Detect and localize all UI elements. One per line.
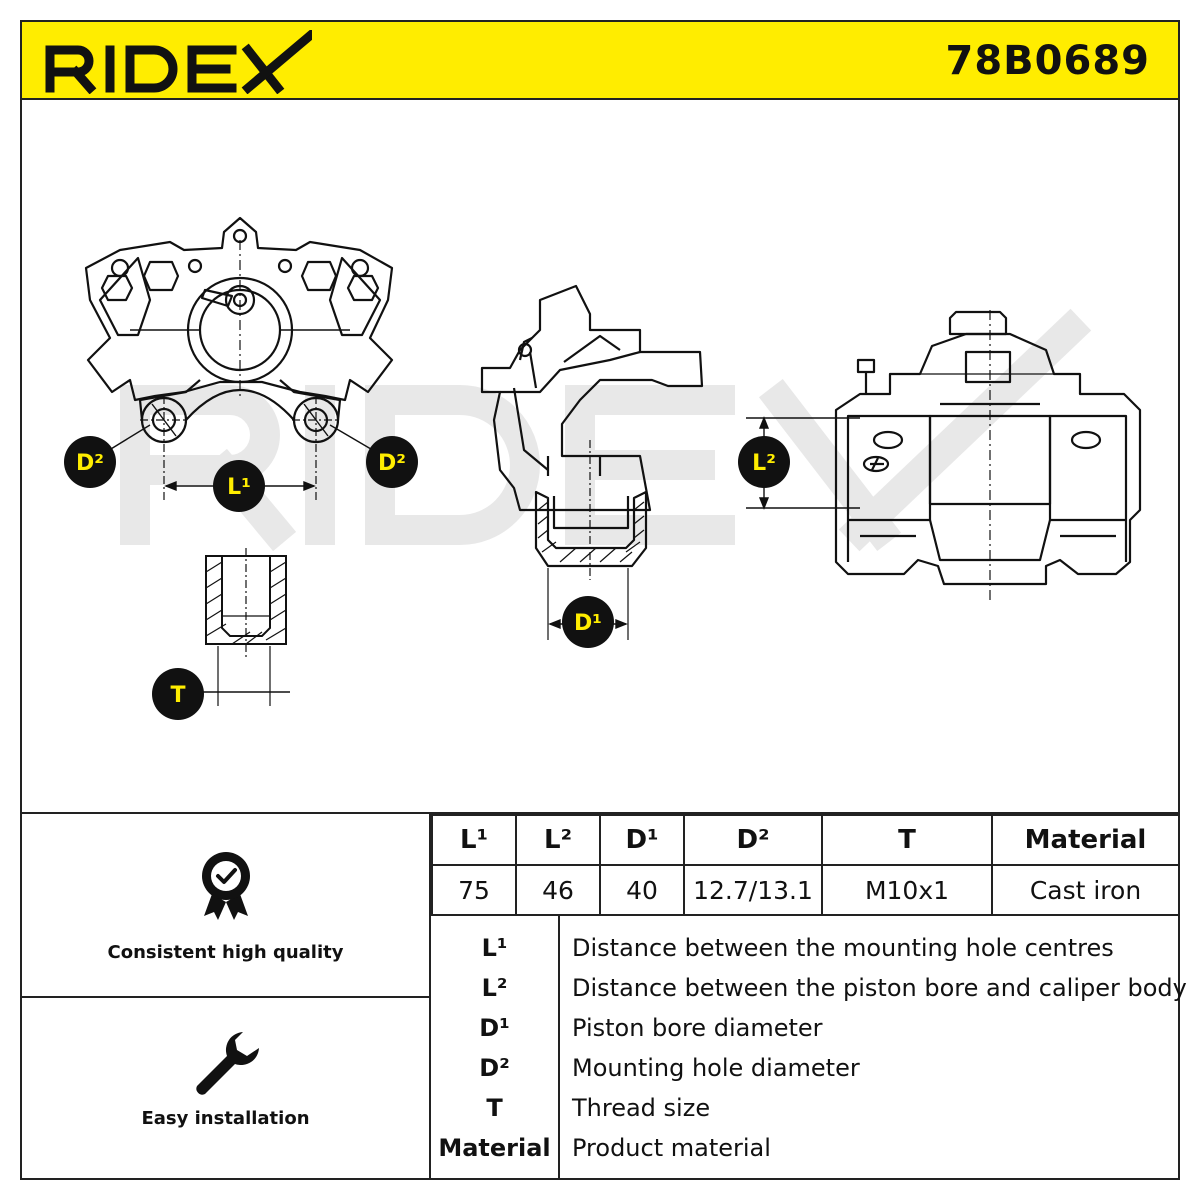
legend-row: Material Product material: [431, 1128, 1180, 1168]
svg-text:L¹: L¹: [227, 475, 251, 500]
legend-panel: L¹ Distance between the mounting hole ce…: [431, 914, 1187, 1180]
spec-header-row: L¹ L² D¹ D² T Material: [431, 814, 1180, 866]
spec-table: L¹ L² D¹ D² T Material 75 46 40 12.7/13.…: [431, 814, 1180, 916]
quality-badge-icon: [201, 852, 250, 920]
legend-code: L¹: [481, 934, 508, 962]
spec-value-cell: 46: [515, 864, 601, 916]
specs-section: Consistent high quality Easy installatio…: [20, 812, 1187, 1180]
legend-row: L² Distance between the piston bore and …: [431, 968, 1187, 1008]
svg-text:D²: D²: [378, 451, 406, 476]
legend-code: T: [486, 1094, 503, 1122]
badge-d2-left: D²: [64, 436, 116, 488]
spec-header-cell: L²: [515, 814, 601, 866]
d2-leaders: [105, 403, 377, 453]
spec-header-cell: Material: [991, 814, 1180, 866]
legend-code: L²: [481, 974, 508, 1002]
wrench-icon: [195, 1032, 259, 1095]
spec-value-cell: 75: [431, 864, 517, 916]
spec-header-cell: D¹: [599, 814, 685, 866]
legend-code: Material: [438, 1134, 551, 1162]
technical-drawing: D² L¹ D² T D¹ L²: [64, 216, 1142, 720]
feature-installation: Easy installation: [20, 998, 431, 1180]
feature-label: Easy installation: [141, 1108, 310, 1129]
spec-header-cell: T: [821, 814, 993, 866]
legend-description: Product material: [572, 1134, 771, 1162]
legend-description: Piston bore diameter: [572, 1014, 823, 1042]
spec-value-row: 75 46 40 12.7/13.1 M10x1 Cast iron: [431, 864, 1180, 916]
spec-value-cell: Cast iron: [991, 864, 1180, 916]
svg-text:D²: D²: [76, 451, 104, 476]
legend-code: D²: [479, 1054, 510, 1082]
badge-t: T: [152, 668, 204, 720]
caliper-front-view: [834, 310, 1142, 600]
brand-logo: [45, 30, 312, 94]
legend-description: Mounting hole diameter: [572, 1054, 860, 1082]
feature-quality: Consistent high quality: [20, 814, 431, 998]
svg-text:D¹: D¹: [574, 611, 602, 636]
legend-row: L¹ Distance between the mounting hole ce…: [431, 928, 1180, 968]
caliper-back-view: [84, 216, 394, 500]
legend-row: D¹ Piston bore diameter: [431, 1008, 1180, 1048]
legend-row: D² Mounting hole diameter: [431, 1048, 1180, 1088]
legend-code: D¹: [479, 1014, 510, 1042]
legend-row: T Thread size: [431, 1088, 1180, 1128]
svg-text:L²: L²: [752, 451, 776, 476]
header-bar: 78B0689: [20, 20, 1180, 100]
legend-description: Distance between the mounting hole centr…: [572, 934, 1114, 962]
badge-l2: L²: [738, 436, 790, 488]
spec-header-cell: D²: [683, 814, 823, 866]
legend-divider: [558, 914, 560, 1180]
part-number: 78B0689: [945, 38, 1150, 84]
legend-description: Thread size: [572, 1094, 711, 1122]
legend-description: Distance between the piston bore and cal…: [572, 974, 1187, 1002]
badge-d1: D¹: [562, 596, 614, 648]
feature-label: Consistent high quality: [107, 942, 344, 963]
thread-insert-section: [200, 548, 290, 706]
caliper-side-view: [480, 284, 704, 640]
badge-l1: L¹: [213, 460, 265, 512]
spec-value-cell: 40: [599, 864, 685, 916]
spec-value-cell: 12.7/13.1: [683, 864, 823, 916]
svg-text:T: T: [170, 683, 185, 708]
features-panel: Consistent high quality Easy installatio…: [20, 814, 431, 1180]
spec-header-cell: L¹: [431, 814, 517, 866]
badge-d2-right: D²: [366, 436, 418, 488]
spec-value-cell: M10x1: [821, 864, 993, 916]
l2-dimension: [746, 416, 860, 510]
